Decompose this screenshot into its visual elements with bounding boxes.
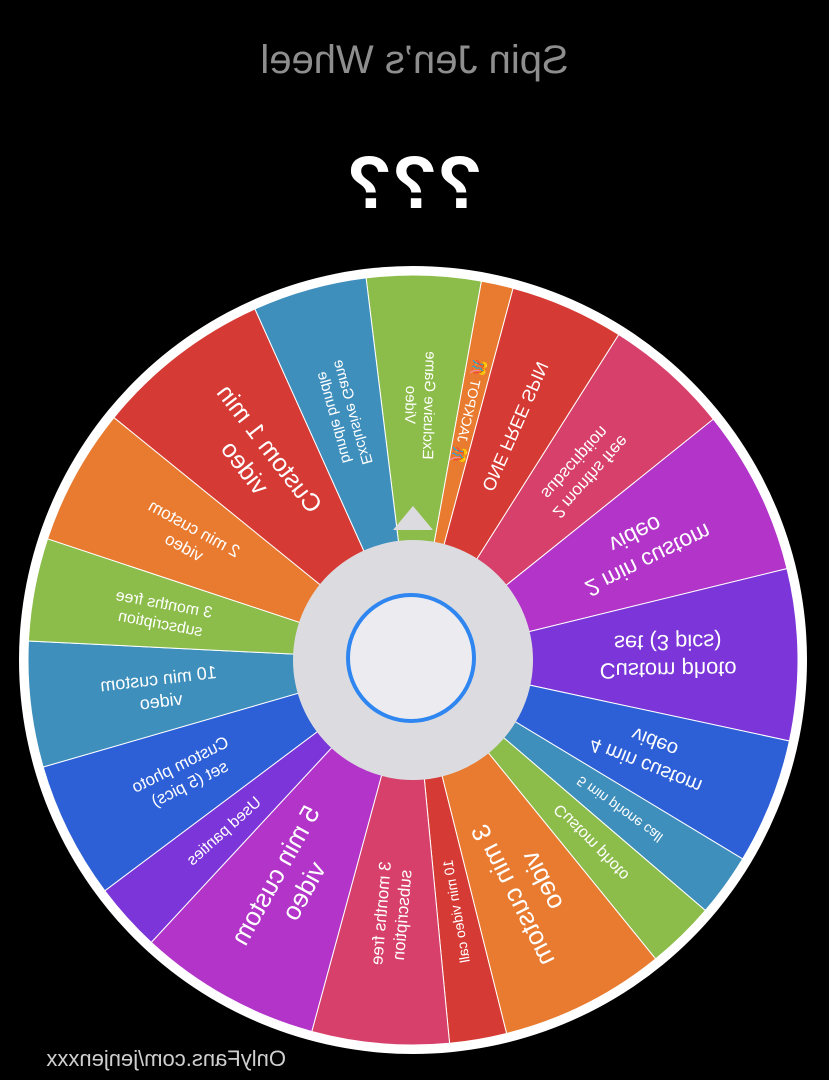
spin-button[interactable]: [346, 593, 476, 723]
wheel-segment: Exclusive Gamebundle bundle: [254, 277, 414, 661]
segment-label-line: video: [139, 689, 184, 714]
segment-label-line: set (3 pics): [614, 629, 722, 655]
segment-label-line: Video: [401, 386, 419, 425]
wheel-segment: Exclusive GameVideo: [365, 274, 483, 661]
segment-slice: [412, 568, 799, 742]
segment-label-line: Exclusive Game: [419, 351, 439, 460]
pointer-icon: [393, 506, 433, 530]
prize-wheel[interactable]: Exclusive GameVideo🎊 JACKPOT 🎊ONE FREE S…: [0, 260, 829, 1080]
wheel-segment: Custom photoset (3 pics): [412, 568, 799, 742]
page-title: Spin Jen’s Wheel: [260, 38, 569, 82]
segment-label-line: Custom photo: [600, 657, 737, 684]
segment-label: Exclusive GameVideo: [400, 350, 439, 459]
spin-result: ???: [346, 141, 483, 224]
segment-label: Custom photoset (3 pics): [599, 629, 737, 683]
credit-link[interactable]: OnlyFans.com/jenjenxxx: [46, 1046, 286, 1071]
